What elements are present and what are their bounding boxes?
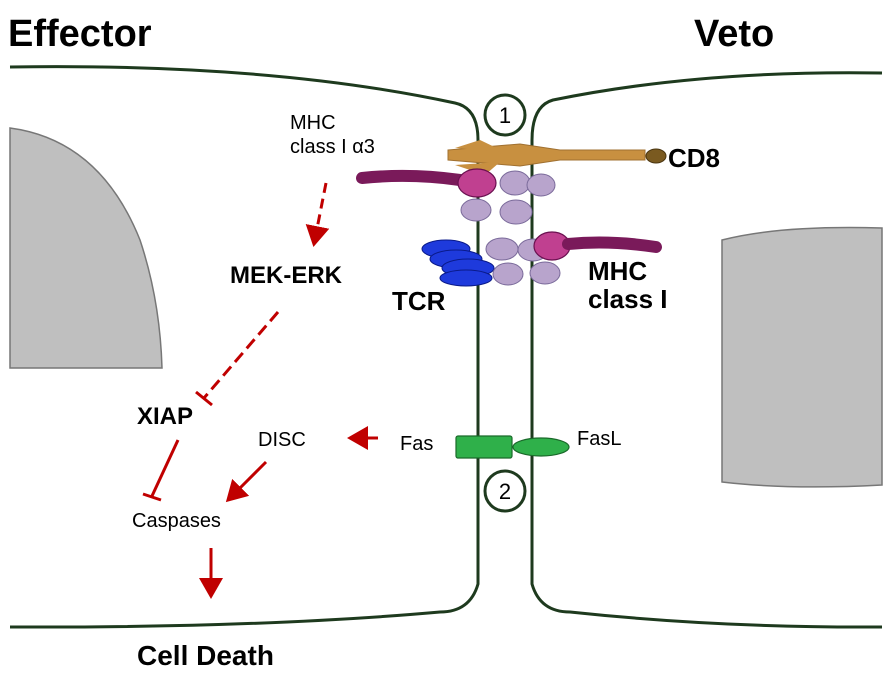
fasl-ligand — [512, 437, 570, 457]
tcr-mhc-complex — [421, 231, 662, 287]
veto-nucleus — [721, 226, 883, 488]
fas-label: Fas — [400, 433, 433, 455]
fas-receptor — [455, 435, 513, 459]
marker-1-label: 1 — [499, 103, 511, 128]
tcr-label: TCR — [392, 286, 446, 316]
disc-label: DISC — [258, 429, 306, 451]
inhibition-bar-xiap — [195, 390, 213, 407]
cd8-label: CD8 — [668, 143, 720, 173]
marker-2-label: 2 — [499, 479, 511, 504]
mhc-class-i-label-line1: MHC — [588, 256, 647, 286]
arrow-disc-to-caspases — [225, 460, 268, 503]
fasl-label: FasL — [577, 428, 621, 450]
cell-death-label: Cell Death — [137, 640, 274, 671]
xiap-label: XIAP — [137, 403, 193, 430]
mhc-alpha3-label-line1: MHC — [290, 112, 336, 134]
arrow-mhc-to-mek-erk — [305, 182, 330, 247]
inhibition-mek-erk-to-xiap — [202, 311, 280, 399]
mhc-alpha3-label-line2: class I α3 — [290, 136, 375, 158]
mhc-class-i-label-line2: class I — [588, 284, 668, 314]
effector-cell-membrane — [9, 65, 480, 629]
marker-1-circle — [483, 93, 527, 137]
effector-title: Effector — [8, 13, 152, 55]
inhibition-bar-caspases — [142, 492, 162, 502]
marker-2-circle — [483, 469, 527, 513]
inhibition-xiap-to-caspases — [150, 439, 180, 497]
veto-cell-membrane — [530, 71, 883, 629]
mhc-class-i-alpha3-complex — [356, 168, 556, 225]
caspases-label: Caspases — [132, 510, 221, 532]
effector-nucleus — [9, 127, 163, 369]
mek-erk-label: MEK-ERK — [230, 262, 343, 289]
veto-title: Veto — [694, 13, 774, 55]
